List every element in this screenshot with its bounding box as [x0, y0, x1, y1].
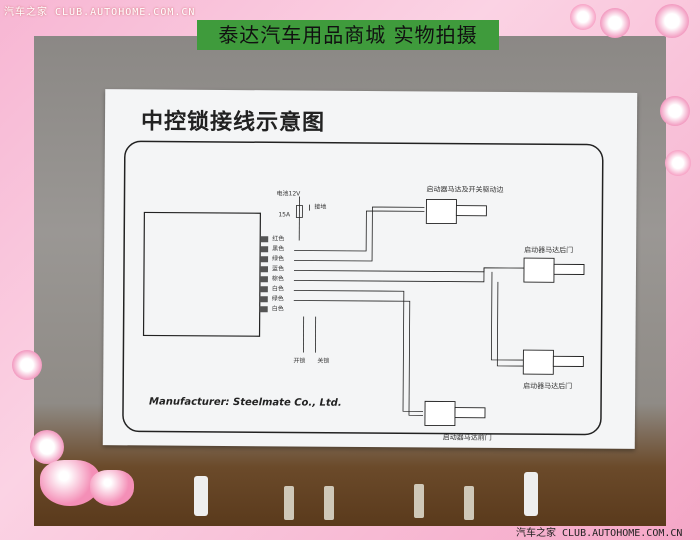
flower-icon: [12, 350, 42, 380]
unlock-label: 开锁: [293, 356, 305, 364]
wire-label: 红色: [272, 234, 284, 242]
motor-label: 启动器马达及开关驱动边: [427, 184, 504, 194]
wiring-diagram-sheet: 中控锁接线示意图 红色 黑色 绿色 蓝色 棕色 白色: [102, 89, 638, 449]
flower-icon: [570, 4, 596, 30]
wire-label: 绿色: [272, 294, 284, 302]
battery-label: 电池12V: [276, 189, 301, 197]
store-banner: 泰达汽车用品商城 实物拍摄: [197, 20, 499, 50]
wire-label: 白色: [272, 284, 284, 292]
wire-label: 白色: [272, 304, 284, 312]
control-box: [142, 211, 261, 337]
ground-label: 接地: [314, 203, 326, 211]
wire-label: 蓝色: [272, 264, 284, 272]
motor-label: 启动器马达后门: [523, 381, 572, 390]
flower-icon: [30, 430, 64, 464]
lock-label: 关锁: [317, 357, 329, 365]
motor-label: 启动器马达前门: [443, 433, 492, 442]
watermark-top: 汽车之家 CLUB.AUTOHOME.COM.CN: [4, 7, 196, 18]
wire-label: 棕色: [272, 274, 284, 282]
heart-icon: [90, 470, 134, 506]
watermark-bottom: 汽车之家 CLUB.AUTOHOME.COM.CN: [516, 528, 683, 539]
motor-rear-left: [522, 349, 554, 375]
wire-label: 黑色: [272, 244, 284, 252]
flower-icon: [600, 8, 630, 38]
motor-front-right: [424, 400, 456, 427]
flower-icon: [660, 96, 690, 126]
shelf-items: [134, 466, 614, 526]
motor-front-left: [425, 198, 457, 225]
wiring-diagram: 红色 黑色 绿色 蓝色 棕色 白色 绿色 白色 电池12V 15A 接地: [122, 140, 604, 442]
flower-icon: [655, 4, 689, 38]
photo: 中控锁接线示意图 红色 黑色 绿色 蓝色 棕色 白色: [34, 36, 666, 526]
wire-label: 绿色: [272, 254, 284, 262]
flower-icon: [665, 150, 691, 176]
motor-rear-right: [523, 257, 555, 283]
motor-label: 启动器马达后门: [524, 245, 573, 254]
manufacturer-label: Manufacturer: Steelmate Co., Ltd.: [149, 396, 342, 409]
fuse-label: 15A: [278, 211, 291, 218]
